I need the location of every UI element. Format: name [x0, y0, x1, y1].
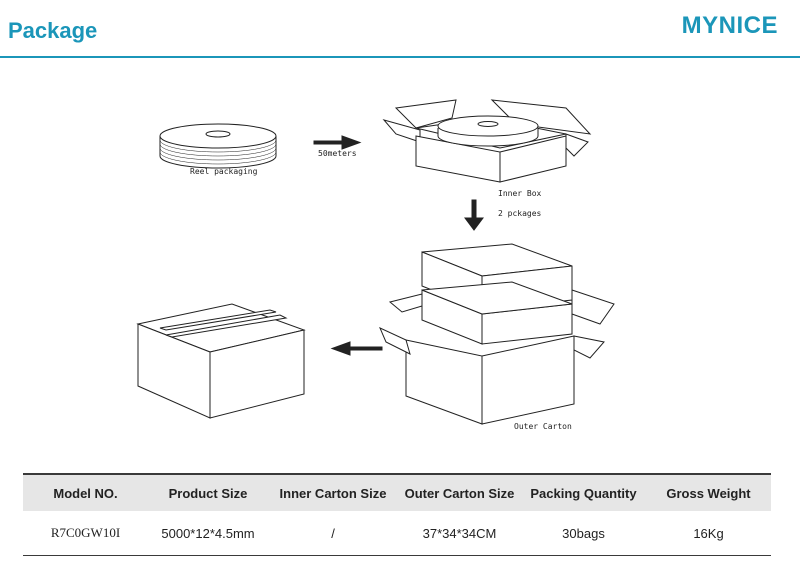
header-divider	[0, 56, 800, 58]
page-title: Package	[8, 18, 98, 43]
packaging-diagram: Reel packaging 50meters Inner Box 2 pcka…	[136, 99, 615, 431]
spec-table: Model NO. Product Size Inner Carton Size…	[23, 473, 771, 556]
column-header-outer-carton: Outer Carton Size	[404, 485, 515, 501]
cell-product-size: 5000*12*4.5mm	[161, 525, 255, 541]
cell-gross-weight: 16Kg	[693, 525, 724, 541]
length-label: 50meters	[318, 149, 357, 158]
column-header-inner-carton: Inner Carton Size	[279, 485, 387, 501]
arrow-left-icon	[330, 341, 383, 356]
table-header-row: Model NO. Product Size Inner Carton Size…	[23, 474, 771, 511]
cell-model: R7C0GW10I	[50, 525, 121, 540]
column-header-product-size: Product Size	[168, 485, 248, 501]
cell-packing-quantity: 30bags	[562, 525, 605, 541]
column-header-model: Model NO.	[53, 485, 118, 501]
arrow-down-icon	[464, 199, 484, 231]
closed-carton-image	[136, 303, 306, 419]
cell-outer-carton: 37*34*34CM	[422, 525, 497, 541]
brand-logo: MYNICE	[681, 12, 778, 39]
outer-carton-image	[379, 243, 615, 425]
inner-count-label: 2 pckages	[498, 209, 542, 218]
reel-label: Reel packaging	[190, 167, 258, 176]
column-header-gross-weight: Gross Weight	[666, 485, 751, 501]
reel-image	[159, 123, 277, 169]
outer-carton-label: Outer Carton	[514, 422, 572, 431]
cell-inner-carton: /	[331, 525, 335, 541]
arrow-right-icon	[313, 135, 362, 150]
inner-box-label: Inner Box	[498, 189, 542, 198]
table-row: R7C0GW10I 5000*12*4.5mm / 37*34*34CM 30b…	[23, 511, 771, 556]
inner-box-image	[382, 99, 592, 183]
column-header-packing-quantity: Packing Quantity	[530, 485, 637, 501]
